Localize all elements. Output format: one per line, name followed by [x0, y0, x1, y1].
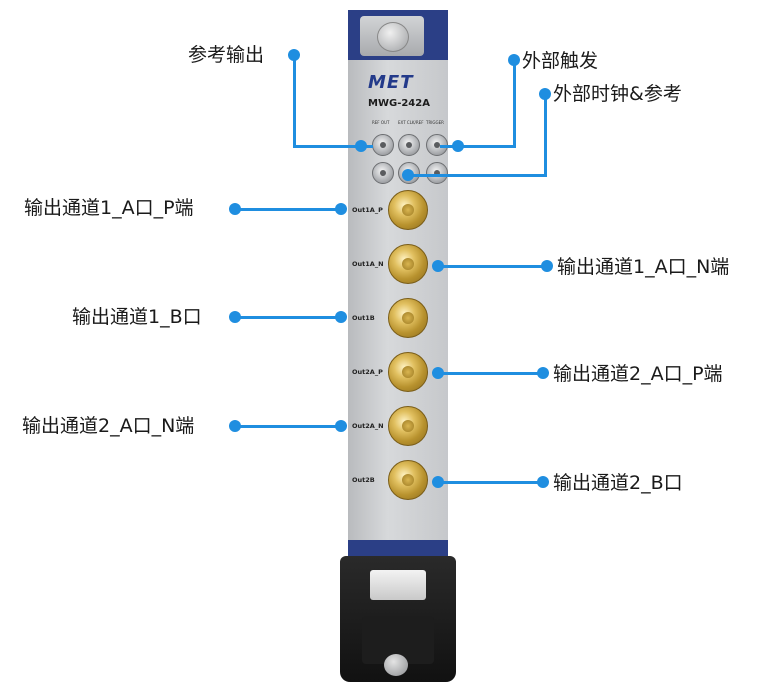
screw-icon: [377, 22, 409, 52]
signal-generator-module: MET MWG-242A REF OUT EXT CLK/REF TRIGGER…: [340, 10, 456, 682]
callout-line: [544, 94, 547, 176]
port-label: Out2A_P: [352, 368, 383, 376]
callout-line: [293, 145, 373, 148]
port-label: Out2A_N: [352, 422, 384, 430]
callout-dot: [335, 203, 347, 215]
callout-dot: [335, 311, 347, 323]
out1a-n-connector: [388, 244, 428, 284]
callout-dot: [452, 140, 464, 152]
callout-dot: [335, 420, 347, 432]
brand-logo: MET: [368, 72, 414, 93]
callout-line: [410, 174, 547, 177]
callout-line: [440, 145, 516, 148]
callout-dot: [537, 476, 549, 488]
port-label: Out2B: [352, 476, 375, 484]
latch-icon: [370, 570, 426, 600]
callout-line: [513, 60, 516, 147]
callout-ext-clock-ref: 外部时钟&参考: [553, 83, 682, 105]
callout-dot: [541, 260, 553, 272]
callout-out2a-p: 输出通道2_A口_P端: [553, 363, 723, 385]
top-screw: [360, 16, 424, 56]
port-label: Out1A_N: [352, 260, 384, 268]
trigger-connector: [426, 134, 448, 156]
model-label: MWG-242A: [368, 98, 430, 109]
callout-dot: [355, 140, 367, 152]
callout-line: [438, 372, 542, 375]
callout-line: [234, 208, 344, 211]
callout-dot: [537, 367, 549, 379]
ext-clk-ref-connector: [398, 134, 420, 156]
callout-ext-trigger: 外部触发: [522, 50, 599, 72]
screw-icon: [384, 654, 408, 676]
callout-line: [293, 55, 296, 147]
port-label: Out1A_P: [352, 206, 383, 214]
callout-line: [234, 316, 344, 319]
trigger-lower-connector: [426, 162, 448, 184]
callout-line: [438, 481, 542, 484]
callout-out1a-n: 输出通道1_A口_N端: [557, 256, 730, 278]
ref-out-connector: [372, 134, 394, 156]
out1a-p-connector: [388, 190, 428, 230]
ref-out-lower-connector: [372, 162, 394, 184]
callout-line: [438, 265, 546, 268]
out2b-connector: [388, 460, 428, 500]
callout-line: [234, 425, 344, 428]
callout-dot: [402, 169, 414, 181]
callout-out1b: 输出通道1_B口: [72, 306, 202, 328]
port-label: Out1B: [352, 314, 375, 322]
callout-out1a-p: 输出通道1_A口_P端: [24, 197, 194, 219]
ejector-handle: [340, 556, 456, 682]
callout-out2b: 输出通道2_B口: [553, 472, 683, 494]
top-port-label: TRIGGER: [426, 120, 444, 125]
top-port-label: REF OUT: [372, 120, 390, 125]
callout-ref-out: 参考输出: [188, 44, 265, 66]
out2a-n-connector: [388, 406, 428, 446]
out2a-p-connector: [388, 352, 428, 392]
bottom-rail: [348, 540, 448, 556]
out1b-connector: [388, 298, 428, 338]
top-port-label: EXT CLK/REF: [398, 120, 424, 125]
callout-out2a-n: 输出通道2_A口_N端: [22, 415, 195, 437]
